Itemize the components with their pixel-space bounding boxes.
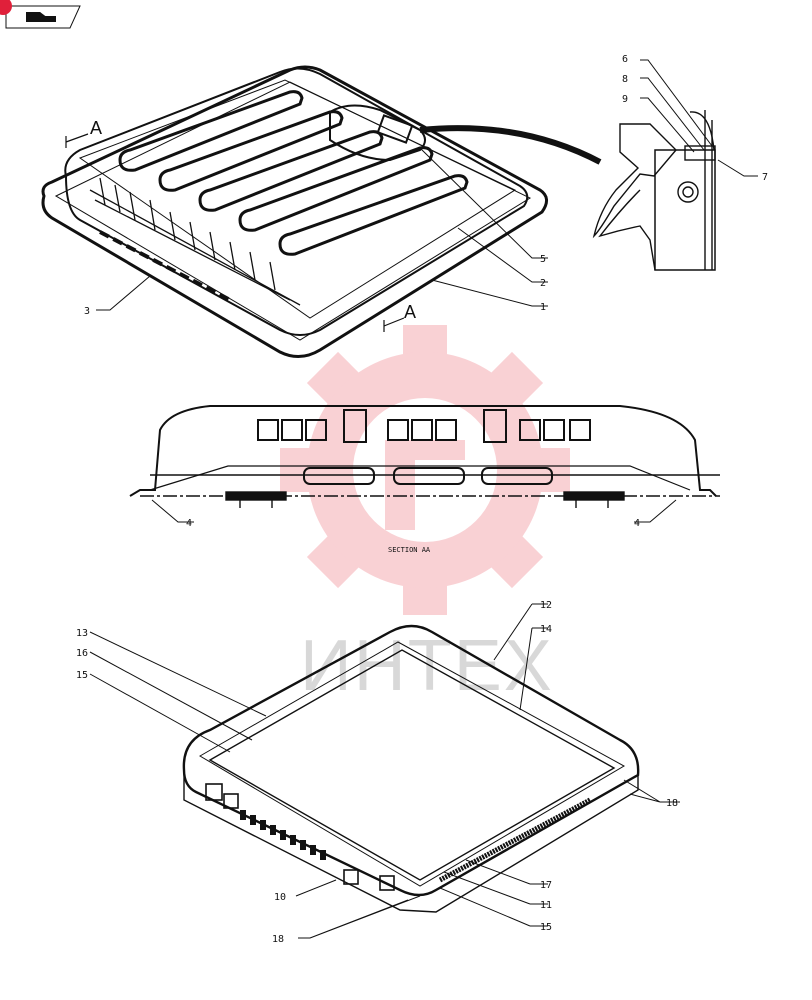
section-marker-top: A xyxy=(65,118,102,148)
section-caption: SECTION AA xyxy=(388,546,431,554)
page-turn-tab[interactable] xyxy=(5,5,81,29)
callout-3: 3 xyxy=(84,306,90,317)
watermark-gear xyxy=(280,325,570,615)
callout-4a: 4 xyxy=(186,518,192,529)
frame-iso xyxy=(182,624,640,913)
callout-labels: 1 2 3 4 4 5 6 7 8 9 10 11 12 13 14 15 15… xyxy=(76,54,768,945)
svg-text:A: A xyxy=(90,118,102,138)
callout-9: 9 xyxy=(622,94,628,105)
callout-14: 14 xyxy=(540,624,552,635)
callout-1: 1 xyxy=(540,302,546,313)
callout-16: 16 xyxy=(76,648,88,659)
callout-5: 5 xyxy=(540,254,546,265)
callout-15a: 15 xyxy=(76,670,88,681)
svg-text:A: A xyxy=(404,302,416,322)
callout-13: 13 xyxy=(76,628,88,639)
callout-4b: 4 xyxy=(634,518,640,529)
callout-11: 11 xyxy=(540,900,552,911)
callout-10: 10 xyxy=(274,892,286,903)
callout-18b: 18 xyxy=(272,934,284,945)
section-aa-view xyxy=(129,405,720,508)
callout-2: 2 xyxy=(540,278,546,289)
callout-17: 17 xyxy=(540,880,552,891)
latch-detail xyxy=(592,110,716,271)
accent-badge xyxy=(0,0,12,15)
callout-6: 6 xyxy=(622,54,628,65)
watermark-text: ИНТЕХ xyxy=(300,626,554,706)
callout-12: 12 xyxy=(540,600,552,611)
callout-15b: 15 xyxy=(540,922,552,933)
callout-8: 8 xyxy=(622,74,628,85)
callout-18a: 18 xyxy=(666,798,678,809)
roof-hatch-iso xyxy=(41,65,602,358)
callout-7: 7 xyxy=(762,172,768,183)
section-marker-bottom: A xyxy=(383,302,416,332)
leader-lines xyxy=(89,59,758,939)
